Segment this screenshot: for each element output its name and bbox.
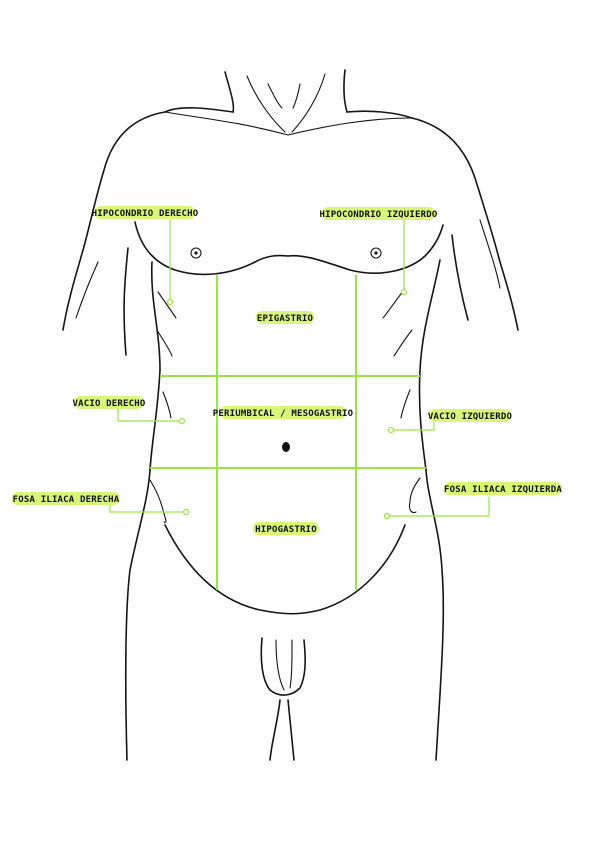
neck-muscle-left — [246, 75, 286, 133]
label-fosa-iliaca-derecha-text: FOSA ILIACA DERECHA — [13, 495, 120, 505]
iliac-crest-left — [149, 479, 167, 523]
label-hipogastrio-text: HIPOGASTRIO — [255, 525, 317, 535]
rib-line-right-2 — [393, 329, 413, 357]
pointer-vacio-izquierdo — [387, 426, 395, 434]
chest-top-right — [287, 117, 413, 136]
label-hipogastrio: HIPOGASTRIO — [253, 522, 319, 535]
label-vacio-derecho: VACIO DERECHO — [72, 396, 146, 409]
rib-line-right-3 — [400, 389, 411, 419]
right-deltoid-line — [479, 219, 501, 289]
leg-inner-left — [269, 699, 281, 761]
pointer-vacio-derecho — [178, 417, 186, 425]
leg-inner-right — [287, 699, 295, 761]
right-shoulder-arm — [411, 117, 519, 331]
nipple-right-icon — [370, 247, 382, 259]
chest-top-left — [164, 111, 289, 136]
neck-right — [343, 69, 348, 113]
left-deltoid-line — [75, 261, 99, 319]
left-arm-inner — [123, 247, 129, 356]
label-epigastrio-text: EPIGASTRIO — [257, 314, 314, 324]
neck-left — [224, 71, 235, 113]
pointer-fosa-iliaca-derecha — [182, 508, 190, 516]
right-arm-inner — [451, 234, 469, 321]
neck-muscle-right — [291, 73, 326, 133]
nipple-left-icon — [190, 247, 202, 259]
label-hipocondrio-izquierdo: HIPOCONDRIO IZQUIERDO — [320, 207, 438, 220]
label-epigastrio: EPIGASTRIO — [256, 311, 314, 324]
torso-left-side — [149, 261, 161, 471]
pointer-hipocondrio-derecho — [166, 298, 174, 306]
trapezius-right — [346, 110, 413, 119]
torso-outline — [62, 69, 519, 761]
leader-fosa-iliaca-derecha — [109, 505, 186, 513]
iliac-crest-right — [408, 477, 421, 514]
neck-inner — [267, 83, 301, 109]
hip-left — [124, 469, 151, 761]
label-fosa-iliaca-derecha: FOSA ILIACA DERECHA — [12, 492, 120, 505]
label-fosa-iliaca-izquierda: FOSA ILIACA IZQUIERDA — [444, 482, 562, 495]
rib-line-left-3 — [162, 391, 172, 419]
left-shoulder-arm — [62, 111, 166, 331]
leader-vacio-izquierdo — [391, 420, 435, 431]
pectoral-left — [134, 221, 289, 276]
rib-line-left-1 — [157, 291, 177, 319]
label-hipocondrio-derecho: HIPOCONDRIO DERECHO — [92, 206, 199, 219]
genital-outline — [260, 637, 306, 696]
hip-right — [425, 469, 445, 761]
pointer-hipocondrio-izquierdo — [400, 288, 408, 296]
label-hipocondrio-izquierdo-text: HIPOCONDRIO IZQUIERDO — [320, 210, 438, 220]
navel-icon — [282, 442, 290, 452]
pectoral-right — [287, 224, 444, 274]
label-vacio-derecho-text: VACIO DERECHO — [72, 399, 145, 409]
trapezius-left — [164, 107, 234, 113]
label-vacio-izquierdo-text: VACIO IZQUIERDO — [428, 412, 513, 422]
leader-fosa-iliaca-izquierda — [387, 497, 490, 517]
pointer-fosa-iliaca-izquierda — [383, 512, 391, 520]
label-periumbical-text: PERIUMBICAL / MESOGASTRIO — [213, 409, 354, 419]
genital-inner — [275, 639, 293, 691]
rib-line-right-1 — [382, 289, 405, 319]
label-vacio-izquierdo: VACIO IZQUIERDO — [428, 409, 513, 422]
label-hipocondrio-derecho-text: HIPOCONDRIO DERECHO — [92, 209, 199, 219]
torso-right-side — [418, 259, 441, 471]
label-periumbical: PERIUMBICAL / MESOGASTRIO — [213, 406, 354, 419]
leader-lines — [109, 220, 490, 520]
leader-vacio-derecho — [117, 408, 182, 422]
rib-line-left-2 — [156, 329, 173, 357]
label-fosa-iliaca-izquierda-text: FOSA ILIACA IZQUIERDA — [444, 485, 562, 495]
pubic-line — [164, 524, 406, 615]
region-grid — [150, 275, 426, 590]
